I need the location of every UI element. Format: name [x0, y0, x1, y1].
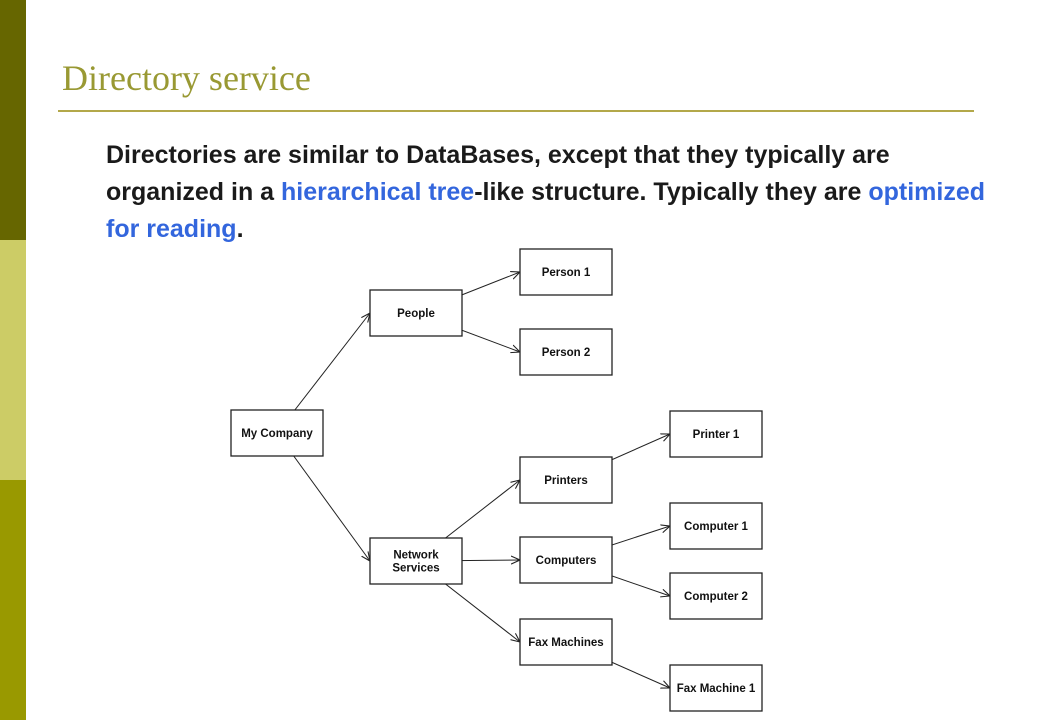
node-label-person-2: Person 2 — [542, 347, 591, 359]
node-label-printers: Printers — [544, 475, 587, 487]
node-fax-machine-1: Fax Machine 1 — [669, 664, 763, 712]
body-text-part-2: -like structure. Typically they are — [474, 178, 869, 206]
title-divider — [58, 110, 974, 112]
sidebar-stripe-top — [0, 0, 26, 240]
node-computers: Computers — [519, 536, 613, 584]
body-text-part-3: . — [236, 215, 244, 243]
node-box-computers — [519, 536, 613, 584]
highlight-hierarchical-tree: hierarchical tree — [281, 178, 475, 206]
node-label-network-services-1: Network — [393, 550, 439, 562]
node-label-computer-1: Computer 1 — [684, 521, 749, 533]
node-box-fax-machines — [519, 618, 613, 666]
node-computer-1: Computer 1 — [669, 502, 763, 550]
node-label-fax-machines: Fax Machines — [528, 637, 603, 649]
node-person-1: Person 1 — [519, 248, 613, 296]
node-box-printers — [519, 456, 613, 504]
node-my-company: My Company — [230, 409, 324, 457]
node-box-network-services — [369, 537, 463, 585]
node-fax-machines: Fax Machines — [519, 618, 613, 666]
node-label-fax-machine-1: Fax Machine 1 — [677, 683, 756, 695]
highlight-optimized-for-reading: optimized for reading — [106, 178, 986, 243]
node-printers: Printers — [519, 456, 613, 504]
node-box-computer-2 — [669, 572, 763, 620]
node-person-2: Person 2 — [519, 328, 613, 376]
node-label-person-1: Person 1 — [542, 267, 591, 279]
slide-title: Directory service — [62, 58, 311, 98]
node-people: People — [369, 289, 463, 337]
node-box-fax-machine-1 — [669, 664, 763, 712]
node-label-printer-1: Printer 1 — [693, 429, 740, 441]
node-box-printer-1 — [669, 410, 763, 458]
node-label-computers: Computers — [536, 555, 597, 567]
node-box-my-company — [230, 409, 324, 457]
node-printer-1: Printer 1 — [669, 410, 763, 458]
node-label-network-services-2: Services — [392, 563, 439, 575]
slide-body-text: Directories are similar to DataBases, ex… — [106, 137, 986, 248]
tree-nodes: My Company People Person 1 Person 2 NetworkS… — [230, 248, 763, 712]
sidebar-stripe-middle — [0, 240, 26, 480]
node-box-person-2 — [519, 328, 613, 376]
node-box-people — [369, 289, 463, 337]
node-label-my-company: My Company — [241, 428, 313, 440]
node-box-person-1 — [519, 248, 613, 296]
node-label-computer-2: Computer 2 — [684, 591, 748, 603]
node-label-people: People — [397, 308, 435, 320]
body-text-part-1: Directories are similar to DataBases, ex… — [106, 141, 890, 206]
sidebar-stripe-bottom — [0, 480, 26, 720]
node-computer-2: Computer 2 — [669, 572, 763, 620]
node-box-computer-1 — [669, 502, 763, 550]
